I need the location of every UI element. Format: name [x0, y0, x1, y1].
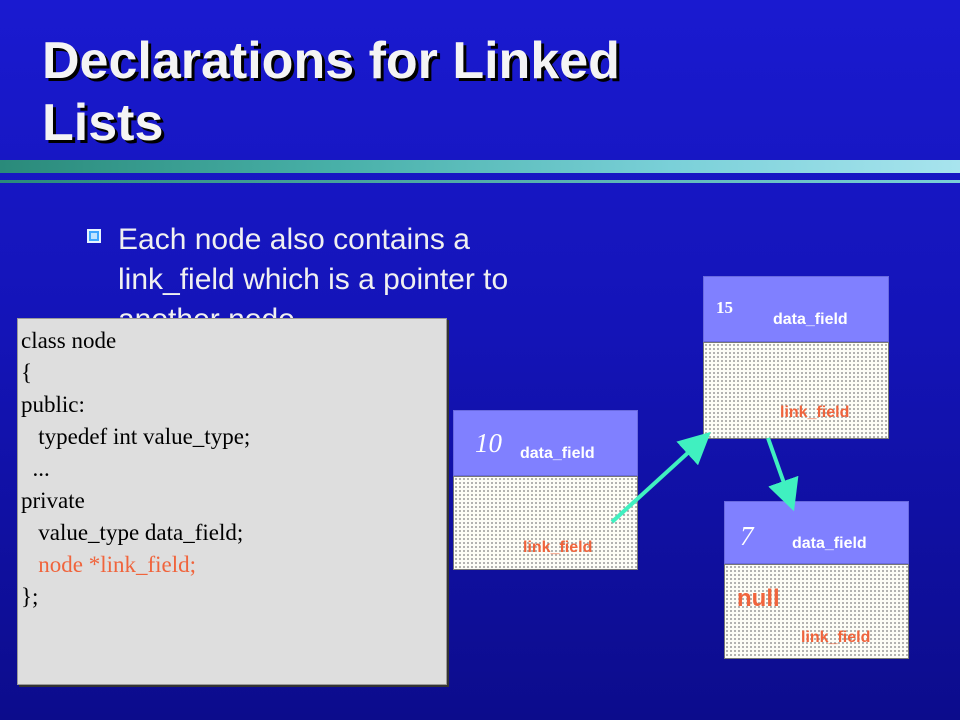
node-data-section — [453, 410, 638, 476]
link-field-label: link_field — [801, 629, 871, 646]
node-link-section — [724, 564, 909, 659]
node-value: 10 — [475, 428, 502, 458]
title-line-2: Lists — [42, 94, 164, 152]
code-line: { — [21, 360, 33, 385]
code-line-highlighted: node *link_field; — [21, 552, 197, 577]
title-line-1: Declarations for Linked — [42, 32, 620, 90]
node-15: 15 data_field link_field — [703, 276, 889, 439]
code-line: typedef int value_type; — [21, 424, 251, 449]
node-value: 15 — [716, 298, 733, 317]
bullet-line-3: another node. — [118, 303, 304, 322]
slide-title: Declarations for Linked Lists — [42, 30, 842, 154]
node-7: 7 data_field null link_field — [724, 501, 909, 659]
bullet-line-1: Each node also contains a — [118, 223, 470, 256]
data-field-label: data_field — [773, 311, 848, 328]
code-line: value_type data_field; — [21, 520, 244, 545]
bullet-text: Each node also contains a link_field whi… — [118, 220, 638, 322]
title-divider — [0, 160, 960, 173]
node-value: 7 — [740, 521, 754, 551]
node-data-section — [724, 501, 909, 564]
bullet-line-2: link_field which is a pointer to — [118, 263, 509, 296]
arrow-15-to-7 — [766, 437, 799, 512]
link-field-label: link_field — [523, 539, 593, 556]
link-field-label: link_field — [780, 404, 850, 421]
code-line: class node — [21, 328, 117, 353]
node-link-section — [703, 342, 889, 439]
code-line: ... — [21, 456, 50, 481]
node-link-section — [453, 476, 638, 570]
title-divider-thin — [0, 180, 960, 183]
arrow-10-to-15 — [610, 431, 711, 524]
code-line: }; — [21, 584, 39, 609]
code-block: class node { public: typedef int value_t… — [17, 318, 447, 685]
code-line: private — [21, 488, 85, 513]
null-value: null — [737, 585, 780, 612]
square-bullet-icon — [87, 229, 101, 243]
data-field-label: data_field — [792, 535, 867, 552]
data-field-label: data_field — [520, 445, 595, 462]
node-10: 10 data_field link_field — [453, 410, 638, 570]
node-data-section — [703, 276, 889, 342]
code-line: public: — [21, 392, 85, 417]
